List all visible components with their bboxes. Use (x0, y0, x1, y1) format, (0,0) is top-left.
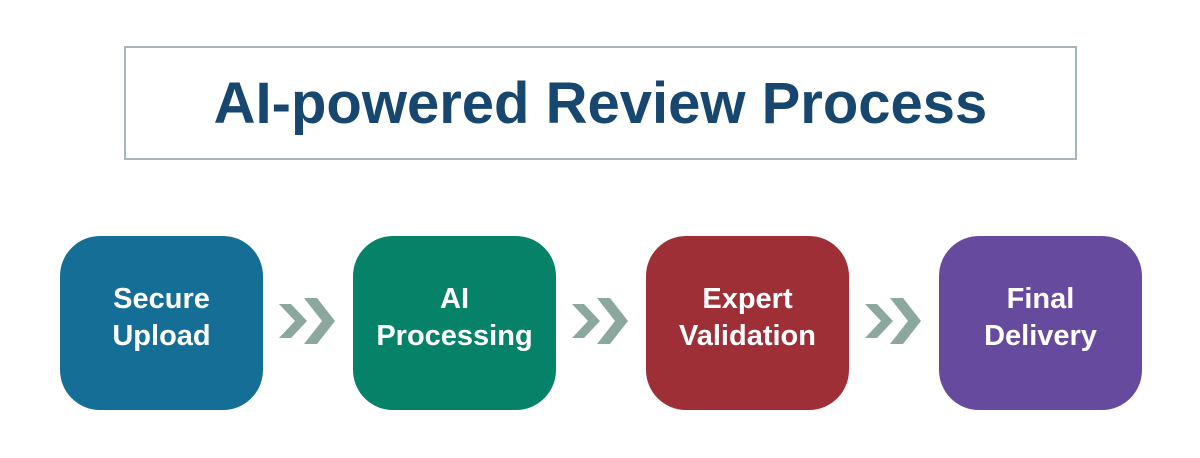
title-box: AI-powered Review Process (124, 46, 1077, 160)
chevron-shape-small (865, 304, 893, 338)
step-label-line: AI (440, 283, 469, 315)
double-chevron-right-icon (279, 298, 335, 344)
chevron-shape-small (279, 304, 307, 338)
step-label-line: Secure (113, 283, 210, 315)
step-label-line: Validation (679, 320, 816, 352)
step-final-delivery: Final Delivery (939, 236, 1142, 410)
chevron-shape-large (890, 298, 921, 344)
step-label-line: Upload (112, 320, 211, 352)
step-expert-validation: Expert Validation (646, 236, 849, 410)
chevron-shape-small (572, 304, 600, 338)
chevron-shape-large (304, 298, 335, 344)
chevron-shape-large (597, 298, 628, 344)
double-chevron-right-icon (865, 298, 921, 344)
page-title: AI-powered Review Process (213, 70, 988, 136)
step-label-line: Final (1006, 283, 1075, 315)
double-chevron-right-icon (572, 298, 628, 344)
step-label-line: Delivery (984, 320, 1097, 352)
step-label-line: Processing (376, 320, 533, 352)
step-label-line: Expert (702, 283, 793, 315)
step-ai-processing: AI Processing (353, 236, 556, 410)
step-secure-upload: Secure Upload (60, 236, 263, 410)
